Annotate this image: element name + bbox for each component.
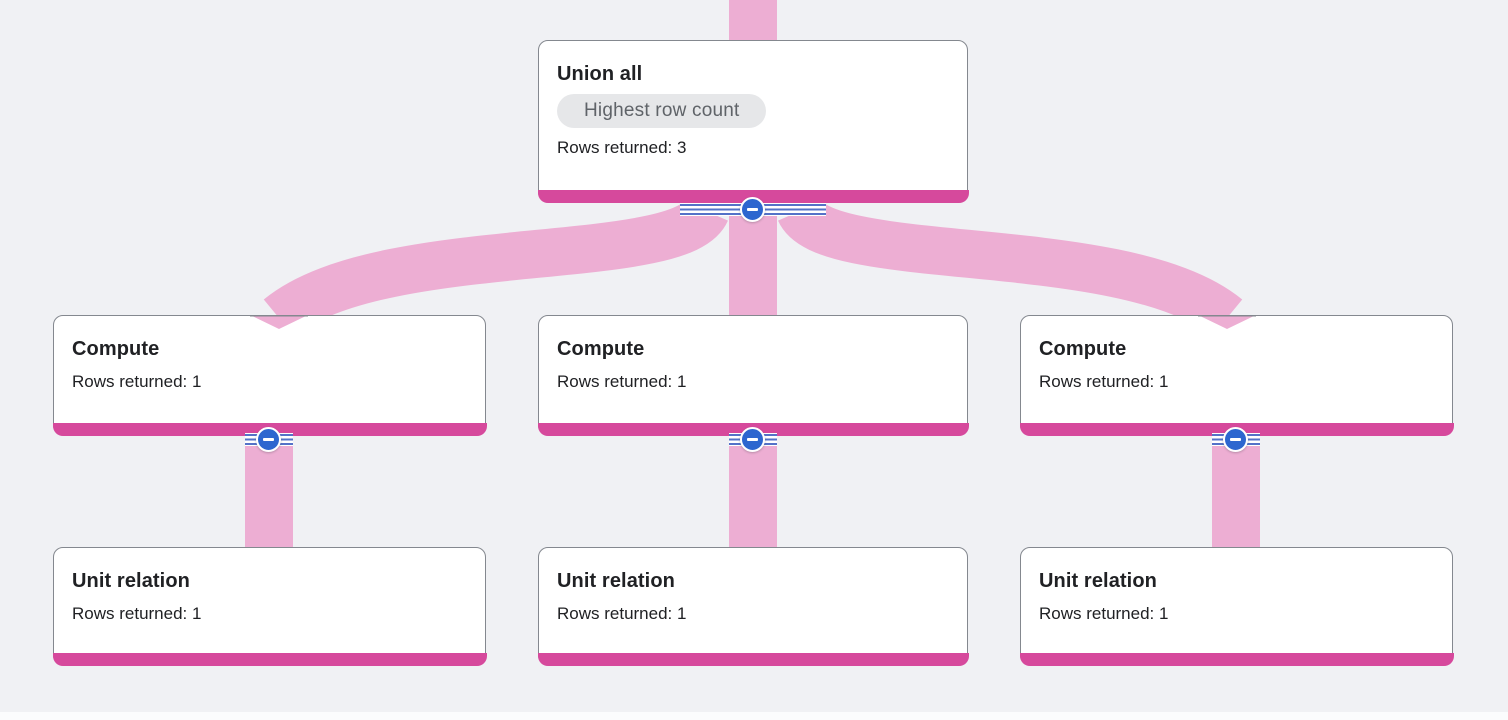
node-unit-relation-3[interactable]: Unit relation Rows returned: 1 [1019, 547, 1454, 666]
node-accent-bar [1019, 652, 1454, 666]
rows-returned-label: Rows returned: 1 [557, 372, 687, 391]
node-unit-relation-2[interactable]: Unit relation Rows returned: 1 [537, 547, 969, 666]
rows-returned-label: Rows returned: 1 [1039, 604, 1169, 623]
collapse-button-compute-3[interactable] [1223, 427, 1248, 452]
node-title: Compute [557, 338, 645, 360]
node-unit-relation-1[interactable]: Unit relation Rows returned: 1 [52, 547, 487, 666]
node-compute-2[interactable]: Compute Rows returned: 1 [537, 315, 969, 436]
rows-returned-label: Rows returned: 1 [1039, 372, 1169, 391]
node-compute-3[interactable]: Compute Rows returned: 1 [1019, 315, 1454, 436]
node-title: Compute [72, 338, 160, 360]
node-title: Unit relation [557, 570, 675, 592]
node-compute-1[interactable]: Compute Rows returned: 1 [52, 315, 487, 436]
collapse-button-compute-2[interactable] [740, 427, 765, 452]
edge-compute-1-union-all [263, 197, 728, 338]
canvas-bottom-edge [0, 712, 1508, 720]
node-title: Union all [557, 63, 643, 85]
node-accent-bar [537, 652, 969, 666]
node-title: Unit relation [1039, 570, 1157, 592]
rows-returned-label: Rows returned: 3 [557, 138, 687, 157]
minus-icon [1230, 438, 1241, 441]
highest-row-count-badge: Highest row count [557, 94, 767, 128]
minus-icon [747, 208, 758, 211]
rows-returned-label: Rows returned: 1 [557, 604, 687, 623]
node-accent-bar [52, 652, 487, 666]
node-union-all[interactable]: Union all Highest row count Rows returne… [537, 40, 969, 203]
node-title: Compute [1039, 338, 1127, 360]
minus-icon [263, 438, 274, 441]
node-title: Unit relation [72, 570, 190, 592]
collapse-button-union-all[interactable] [740, 197, 765, 222]
edge-compute-3-union-all [778, 197, 1243, 338]
minus-icon [747, 438, 758, 441]
rows-returned-label: Rows returned: 1 [72, 604, 202, 623]
collapse-button-compute-1[interactable] [256, 427, 281, 452]
rows-returned-label: Rows returned: 1 [72, 372, 202, 391]
